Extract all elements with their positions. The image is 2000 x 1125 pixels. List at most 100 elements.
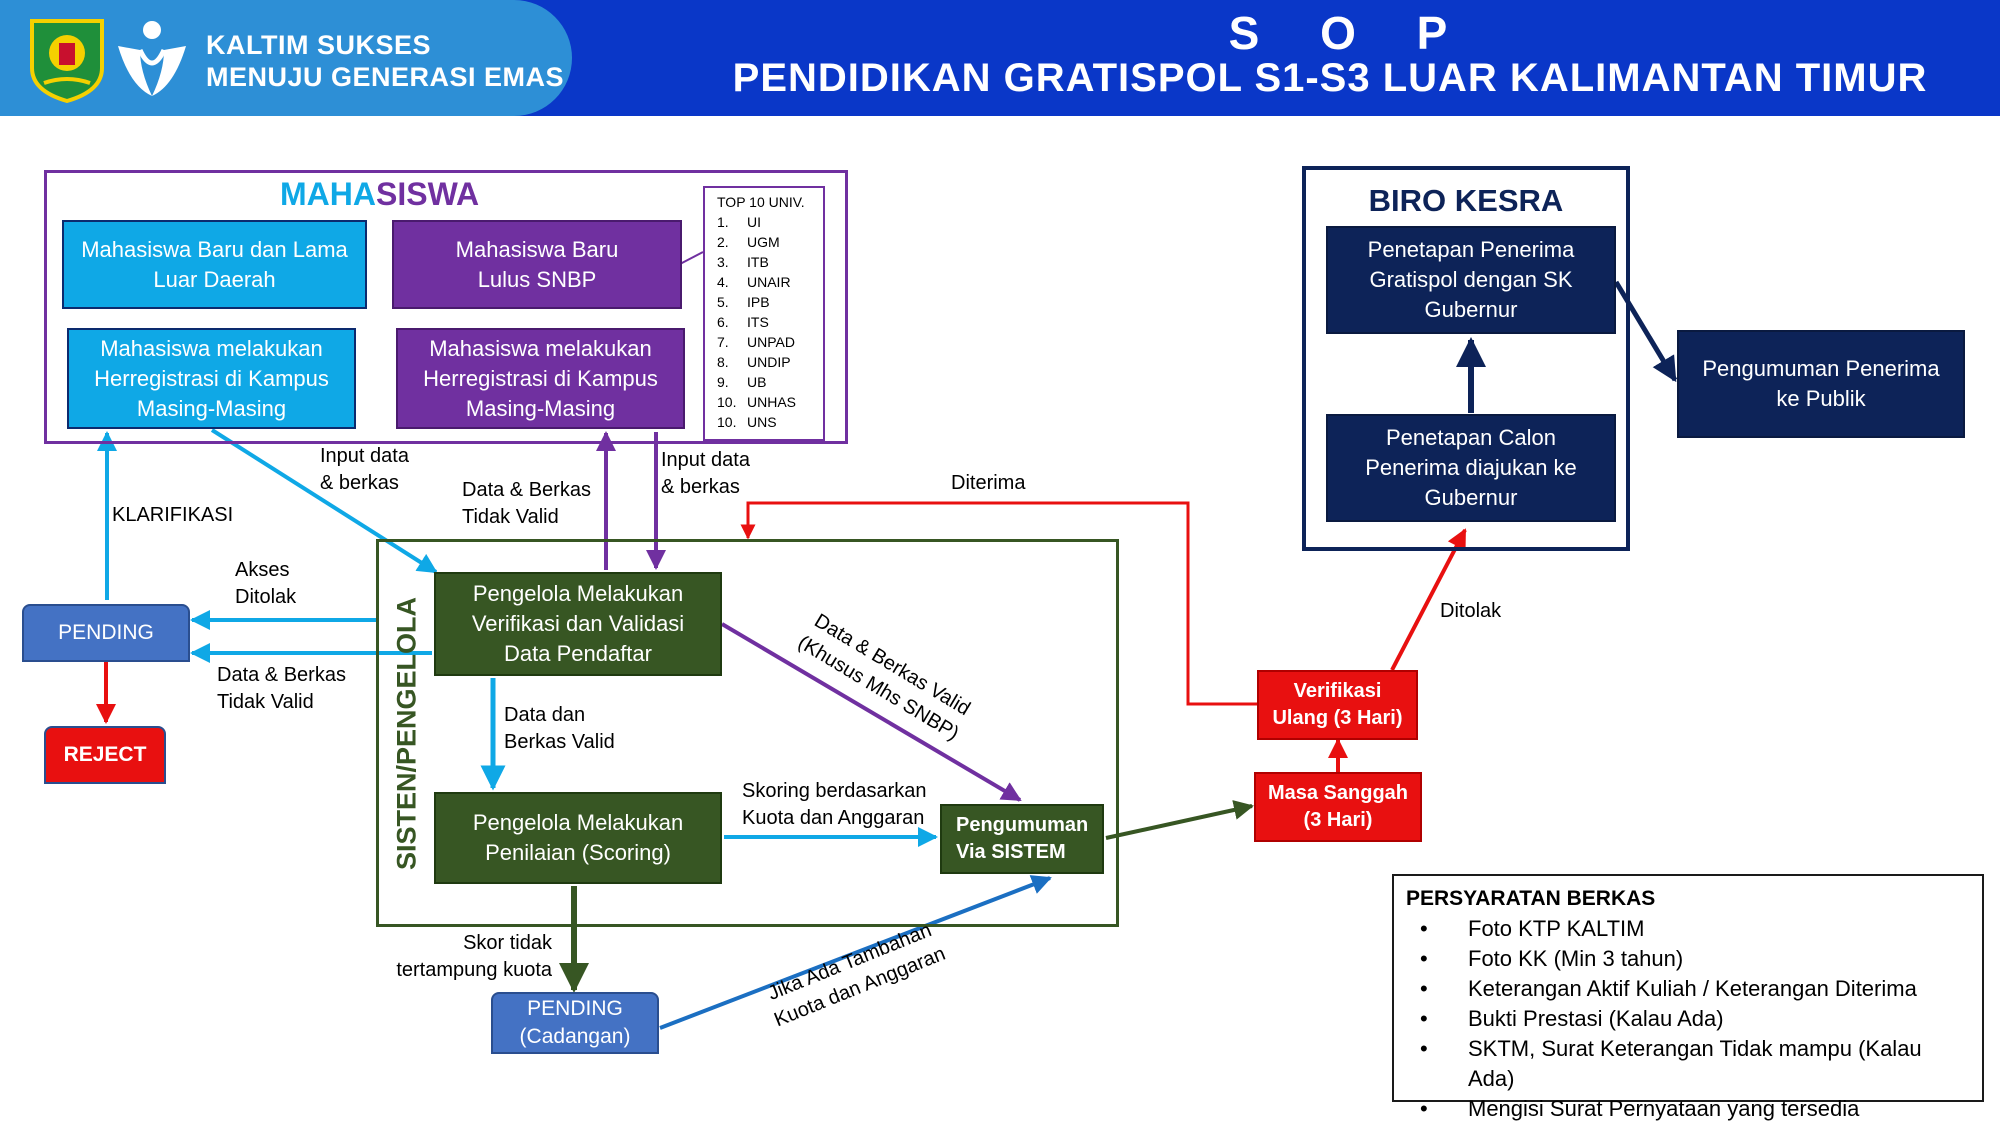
- kaltim-emblem-icon: [30, 19, 104, 103]
- label-tidak-valid-top-1: Data & Berkas: [462, 479, 591, 501]
- label-input-left-1: Input data: [320, 445, 409, 467]
- box-mahasiswa-baru-lama: Mahasiswa Baru dan Lama Luar Daerah: [62, 220, 367, 309]
- box-pengumuman-publik: Pengumuman Penerima ke Publik: [1677, 330, 1965, 438]
- top10-item: 3. ITB: [717, 252, 823, 272]
- box-scoring: Pengelola Melakukan Penilaian (Scoring): [434, 792, 722, 884]
- box-herreg-right: Mahasiswa melakukan Herregistrasi di Kam…: [396, 328, 685, 429]
- top10-item-name: UGM: [747, 234, 780, 250]
- arrow-to-publik: [1613, 280, 1678, 383]
- biro-frame: [1302, 166, 1630, 551]
- persyaratan-item: Keterangan Aktif Kuliah / Keterangan Dit…: [1406, 974, 1970, 1004]
- label-input-right-1: Input data: [661, 449, 750, 471]
- top10-item-name: UNHAS: [747, 394, 797, 410]
- top10-item-name: UNPAD: [747, 334, 795, 350]
- masa-sanggah-line-2: (3 Hari): [1303, 809, 1373, 831]
- pending-cadangan-box: PENDING (Cadangan): [491, 992, 659, 1054]
- top10-item-name: ITS: [747, 314, 769, 330]
- persyaratan-item: Foto KK (Min 3 tahun): [1406, 944, 1970, 974]
- label-data-valid-2: Berkas Valid: [504, 731, 615, 753]
- top10-item-name: IPB: [747, 294, 770, 310]
- label-ditolak: Ditolak: [1440, 600, 1502, 622]
- label-klarifikasi: KLARIFIKASI: [112, 504, 234, 526]
- label-data-valid-1: Data dan: [504, 704, 586, 726]
- connector-snbp-top10: [679, 251, 704, 265]
- label-tidak-valid-top-2: Tidak Valid: [462, 506, 559, 528]
- verifikasi-ulang-line-2: Ulang (3 Hari): [1272, 707, 1403, 729]
- top10-item-number: 2.: [717, 234, 729, 250]
- top10-box: TOP 10 UNIV. 1. UI 2. UGM 3. ITB 4.UNAIR 5. IPB 6…: [703, 186, 825, 441]
- top10-item-name: UB: [747, 374, 767, 390]
- reject-box: REJECT: [44, 726, 166, 784]
- box-mahasiswa-snbp: Mahasiswa Baru Lulus SNBP: [392, 220, 682, 309]
- top10-item-name: UNDIP: [747, 354, 791, 370]
- top10-item-name: ITB: [747, 254, 769, 270]
- box-pengumuman-sistem: Pengumuman Via SISTEM: [940, 804, 1104, 874]
- cadangan-line-2: (Cadangan): [519, 1025, 631, 1048]
- top10-item-number: 8.: [717, 354, 729, 370]
- label-input-left: Input data & berkas: [320, 443, 409, 497]
- top10-item-number: 10.: [717, 414, 737, 430]
- box-penetapan-sk: Penetapan Penerima Gratispol dengan SK G…: [1326, 226, 1616, 334]
- logo-area: KALTIM SUKSES MENUJU GENERASI EMAS: [0, 0, 572, 116]
- cadangan-line-1: PENDING: [527, 997, 623, 1020]
- label-skor-tidak-1: Skor tidak: [463, 932, 552, 954]
- top10-item-number: 1.: [717, 214, 729, 230]
- top10-item-number: 6.: [717, 314, 729, 330]
- arrow-tambahan-kuota: [659, 875, 1052, 1030]
- top10-item: 1. UI: [717, 212, 823, 232]
- box-herreg-left: Mahasiswa melakukan Herregistrasi di Kam…: [67, 328, 356, 429]
- label-skoring-2: Kuota dan Anggaran: [742, 807, 925, 829]
- top10-item: 4.UNAIR: [717, 272, 823, 292]
- verifikasi-ulang-line-1: Verifikasi: [1293, 680, 1382, 702]
- persyaratan-item: Foto KTP KALTIM: [1406, 914, 1970, 944]
- top10-list: 1. UI 2. UGM 3. ITB 4.UNAIR 5. IPB 6. ITS 7. UNPAD 8.…: [717, 212, 823, 432]
- top10-item-number: 10.: [717, 394, 737, 410]
- label-diterima: Diterima: [951, 472, 1026, 494]
- top10-item: 7. UNPAD: [717, 332, 823, 352]
- top10-item: 5. IPB: [717, 292, 823, 312]
- label-input-right-2: & berkas: [661, 476, 740, 498]
- box-verifikasi-ulang: Verifikasi Ulang (3 Hari): [1257, 670, 1418, 740]
- main-title: PENDIDIKAN GRATISPOL S1-S3 LUAR KALIMANT…: [732, 56, 1928, 100]
- top10-item: 9.UB: [717, 372, 823, 392]
- arrow-ditolak: [1390, 528, 1467, 671]
- label-tidak-valid-bottom-1: Data & Berkas: [217, 664, 346, 686]
- arrow-to-sanggah: [1105, 800, 1254, 840]
- mahasiswa-frame: [44, 170, 848, 444]
- tagline: KALTIM SUKSES MENUJU GENERASI EMAS: [206, 29, 564, 93]
- tagline-line-2: MENUJU GENERASI EMAS: [206, 62, 565, 92]
- top10-title: TOP 10 UNIV.: [717, 194, 805, 210]
- sop-title: S O P: [1228, 7, 1472, 59]
- top10-item-number: 3.: [717, 254, 729, 270]
- label-akses-2: Ditolak: [235, 586, 297, 608]
- box-masa-sanggah: Masa Sanggah (3 Hari): [1254, 772, 1422, 842]
- top10-item: 6. ITS: [717, 312, 823, 332]
- label-input-right: Input data & berkas: [661, 447, 750, 501]
- mahasiswa-title-part1: MAHA: [280, 176, 376, 212]
- generasi-emas-logo-icon: [118, 21, 186, 96]
- top10-item-number: 5.: [717, 294, 729, 310]
- top10-item-name: UNS: [747, 414, 777, 430]
- header-banner: KALTIM SUKSES MENUJU GENERASI EMAS S O P…: [0, 0, 2000, 116]
- top10-item-number: 4.: [717, 274, 729, 290]
- label-input-left-2: & berkas: [320, 472, 399, 494]
- top10-item-number: 7.: [717, 334, 729, 350]
- mahasiswa-title-part2: SISWA: [375, 176, 480, 212]
- tagline-line-1: KALTIM SUKSES: [206, 30, 432, 60]
- arrow-input-left: [210, 428, 438, 574]
- mahasiswa-title: MAHASISWA: [280, 176, 479, 213]
- box-verifikasi-pengelola: Pengelola Melakukan Verifikasi dan Valid…: [434, 572, 722, 676]
- top10-item: 10. UNS: [717, 412, 823, 432]
- top10-item: 10. UNHAS: [717, 392, 823, 412]
- persyaratan-item: SKTM, Surat Keterangan Tidak mampu (Kala…: [1406, 1034, 1970, 1094]
- top10-item-name: UI: [747, 214, 761, 230]
- label-tidak-valid-bottom-2: Tidak Valid: [217, 691, 314, 713]
- sistem-frame: [376, 539, 1119, 927]
- top10-item: 2. UGM: [717, 232, 823, 252]
